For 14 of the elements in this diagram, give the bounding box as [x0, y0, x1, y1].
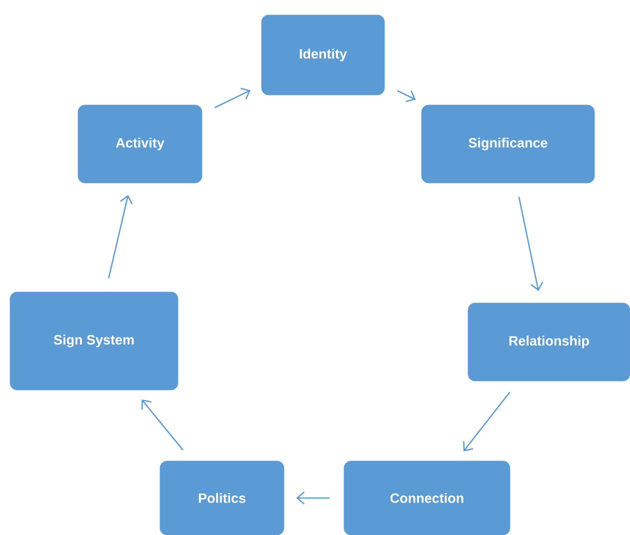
- process-box: Activity: [78, 104, 202, 184]
- process-box: Relationship: [468, 302, 630, 382]
- process-box: Identity: [261, 14, 385, 96]
- arrow: [518, 196, 544, 292]
- arrow: [214, 88, 251, 108]
- arrow: [397, 90, 416, 102]
- arrow: [108, 194, 133, 278]
- process-box: Politics: [160, 460, 284, 535]
- process-box: Connection: [344, 460, 510, 535]
- arrow: [296, 492, 330, 504]
- process-box: Sign System: [10, 292, 178, 390]
- arrow: [463, 392, 510, 452]
- process-box: Significance: [421, 104, 595, 184]
- arrow: [141, 399, 184, 450]
